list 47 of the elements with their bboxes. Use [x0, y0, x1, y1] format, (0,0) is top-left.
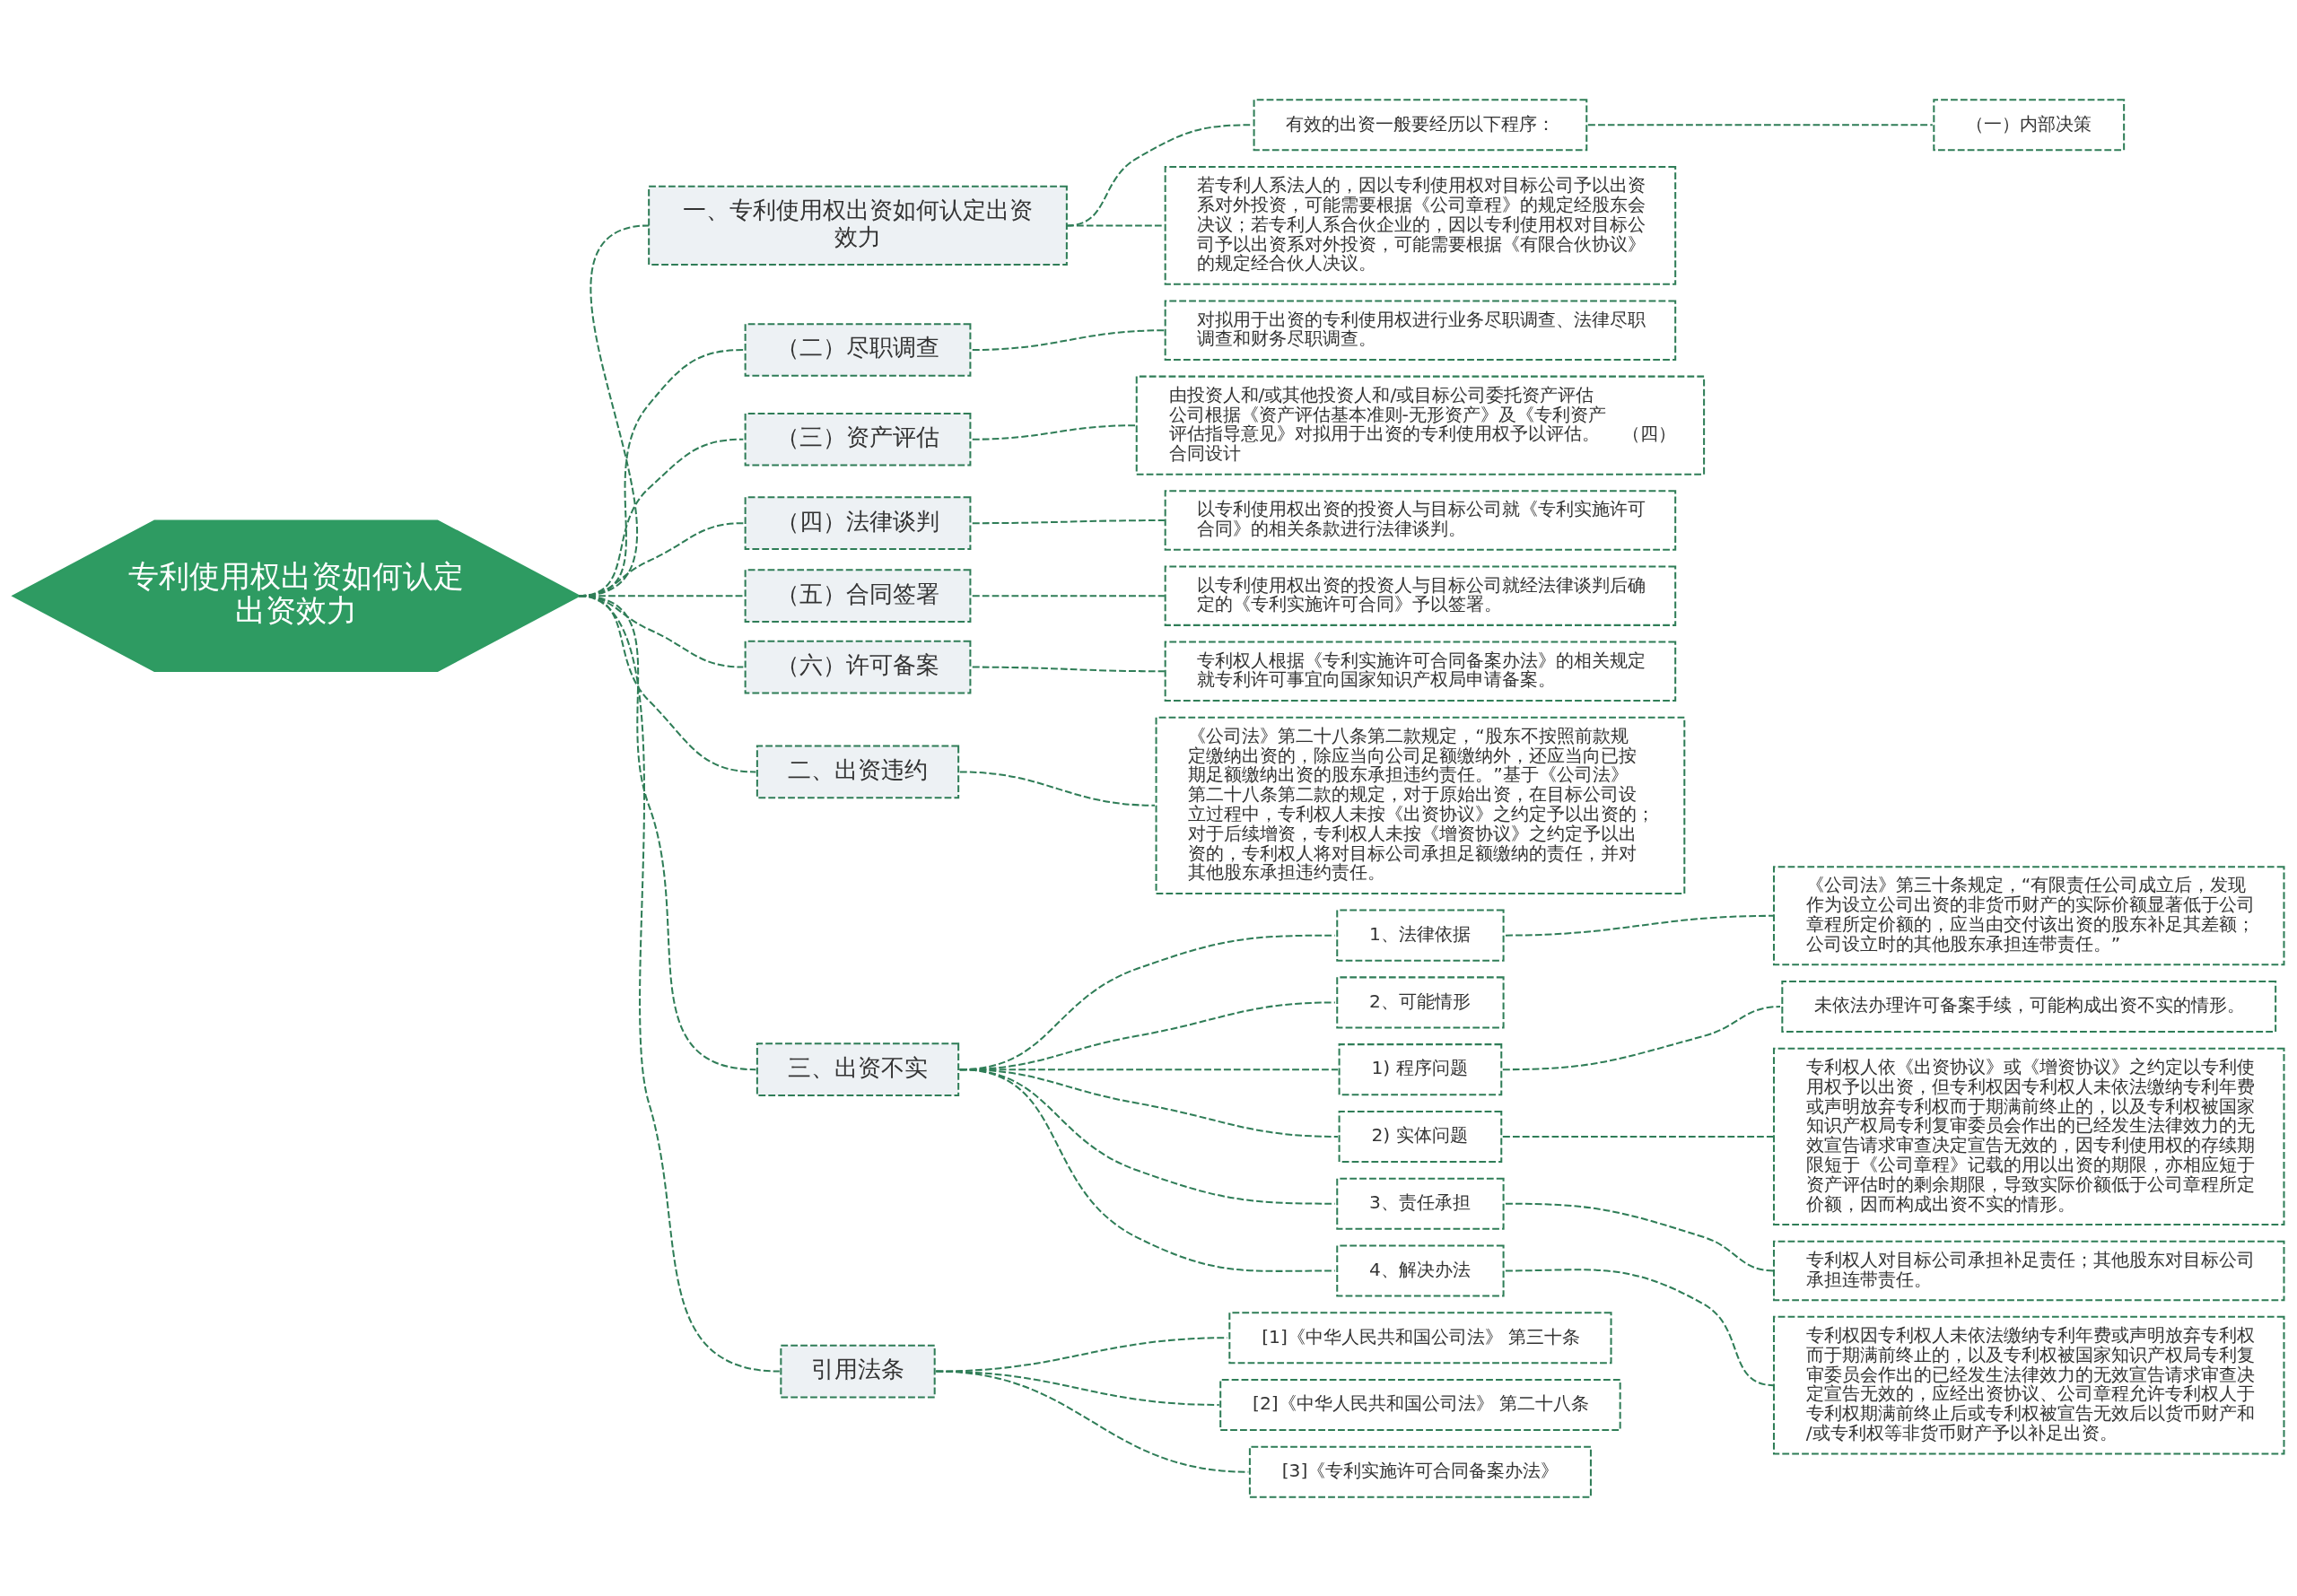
node-box: 对拟用于出资的专利使用权进行业务尽职调查、法律尽职调查和财务尽职调查。	[1164, 300, 1677, 361]
connector	[972, 423, 1137, 440]
node-box: 有效的出资一般要经历以下程序：	[1253, 98, 1588, 151]
node-box: 专利权人依《出资协议》或《增资协议》之约定以专利使用权予以出资，但专利权因专利权人未依法缴纳专利年费或声明放弃专利权而于期满前终止的，以及专利权被国家知识产权局专利复审委员会作出的已经发生法律效力的无效宣告请求审查决定宣告无效的，因专利使用权的存续期限短于《公司章程》记载的用以出资的期限，亦相应短于资产评估时的剩余期限，导致实际价额低于公司章程所定价额，因而构成出资不实的情形。	[1772, 1047, 2285, 1225]
node-box: 4、解决办法	[1336, 1243, 1505, 1296]
node-box: 1) 程序问题	[1338, 1042, 1503, 1095]
connector	[1066, 223, 1165, 226]
node-box: 《公司法》第三十条规定，“有限责任公司成立后，发现作为设立公司出资的非货币财产的实际价额显著低于公司章程所定价额的，应当由交付该出资的股东补足其差额；公司设立时的其他股东承担连带责任。”	[1772, 865, 2285, 965]
node-box: （三）资产评估	[744, 412, 972, 467]
connector	[959, 1068, 1335, 1272]
connector	[972, 666, 1165, 672]
connector	[959, 770, 1156, 807]
connector	[972, 328, 1165, 351]
connector	[972, 594, 1165, 597]
connector	[1505, 1202, 1775, 1271]
connector	[1502, 1005, 1781, 1070]
node-box: （一）内部决策	[1933, 98, 2126, 151]
node-box: 《公司法》第二十八条第二款规定，“股东不按照前款规定缴纳出资的，除应当向公司足额缴纳外，还应当向已按期足额缴纳出资的股东承担违约责任。”基于《公司法》第二十八条第二款的规定，对于原始出资，在目标公司设立过程中，专利权人未按《出资协议》之约定予以出资的；对于后续增资，专利权人未按《增资协议》之约定予以出资的，专利权人将对目标公司承担足额缴纳的责任，并对其他股东承担违约责任。	[1155, 716, 1686, 894]
node-box: 由投资人和/或其他投资人和/或目标公司委托资产评估公司根据《资产评估基本准则-无形资产》及《专利资产评估指导意见》对拟用于出资的专利使用权予以评估。 （四）合同设计	[1135, 375, 1706, 475]
node-box: [2]《中华人民共和国公司法》 第二十八条	[1219, 1378, 1621, 1431]
node-box: （四）法律谈判	[744, 495, 972, 550]
node-box: 2、可能情形	[1336, 975, 1505, 1028]
node-box: [3]《专利实施许可合同备案办法》	[1248, 1445, 1592, 1498]
node-box: 三、出资不实	[755, 1042, 960, 1096]
node-box: （二）尽职调查	[744, 322, 972, 377]
connector	[1505, 1268, 1775, 1386]
node-box: 3、责任承担	[1336, 1177, 1505, 1230]
node-box: （五）合同签署	[744, 568, 972, 623]
node-box: 若专利人系法人的，因以专利使用权对目标公司予以出资系对外投资，可能需要根据《公司章程》的规定经股东会决议；若专利人系合伙企业的，因以专利使用权对目标公司予以出资系对外投资，可能需要根据《有限合伙协议》的规定经合伙人决议。	[1164, 165, 1677, 285]
node-box: 2) 实体问题	[1338, 1110, 1503, 1163]
node-box: （六）许可备案	[744, 640, 972, 693]
node-box: 一、专利使用权出资如何认定出资效力	[648, 185, 1068, 266]
connector	[579, 594, 780, 1373]
node-box: 专利权人根据《专利实施许可合同备案办法》的相关规定就专利许可事宜向国家知识产权局申请备案。	[1164, 641, 1677, 702]
connector	[1505, 914, 1774, 937]
node-box: [1]《中华人民共和国公司法》 第三十条	[1228, 1311, 1612, 1364]
node-box: 以专利使用权出资的投资人与目标公司就经法律谈判后确定的《专利实施许可合同》予以签署。	[1164, 564, 1677, 626]
node-box: 引用法条	[780, 1344, 936, 1398]
node-box: 专利权人对目标公司承担补足责任；其他股东对目标公司承担连带责任。	[1772, 1240, 2285, 1301]
node-box: 以专利使用权出资的投资人与目标公司就《专利实施许可合同》的相关条款进行法律谈判。	[1164, 489, 1677, 551]
connector	[1587, 123, 1933, 126]
node-box: 未依法办理许可备案手续，可能构成出资不实的情形。	[1781, 980, 2277, 1033]
node-box: 1、法律依据	[1336, 909, 1505, 962]
connector	[1502, 1135, 1774, 1138]
node-box: 专利权因专利权人未依法缴纳专利年费或声明放弃专利权而于期满前终止的，以及专利权被国家知识产权局专利复审委员会作出的已经发生法律效力的无效宣告请求审查决定宣告无效的，应经出资协议、公司章程允许专利权人于专利权期满前终止后或专利权被宣告无效后以货币财产和/或专利权等非货币财产予以补足出资。	[1772, 1315, 2285, 1454]
connector	[972, 519, 1165, 524]
node-box: 二、出资违约	[755, 745, 960, 798]
